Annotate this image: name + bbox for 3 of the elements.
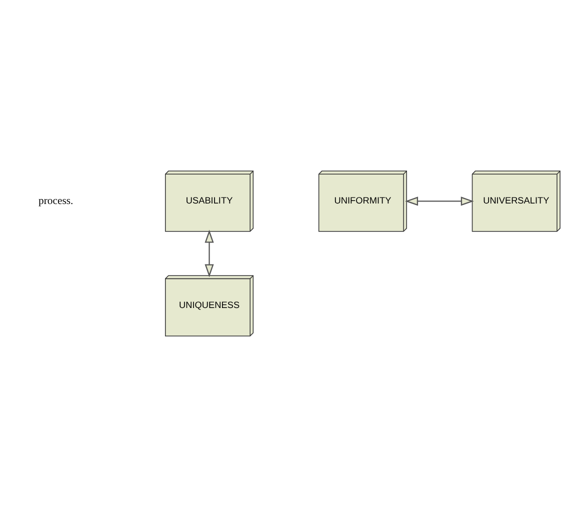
arrow	[405, 196, 474, 206]
arrow	[204, 229, 214, 277]
label: process.	[38, 194, 74, 207]
